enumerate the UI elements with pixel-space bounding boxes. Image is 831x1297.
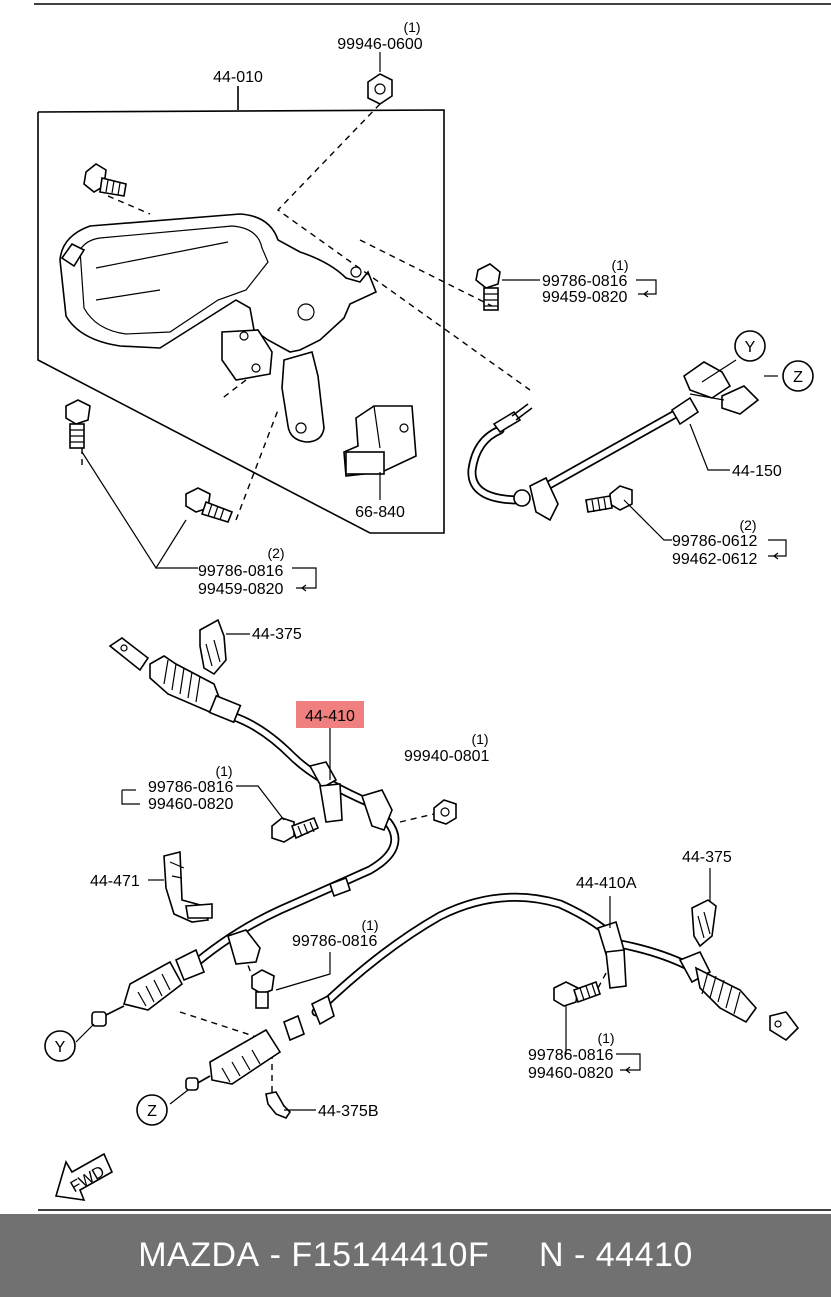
ref-z-top: Z: [782, 360, 814, 392]
footer-separator: -: [259, 1236, 292, 1274]
ref-z-label: Z: [793, 369, 803, 386]
label-bolt-cable-b: 99462-0612: [672, 551, 758, 568]
nut-99946-0600: [367, 52, 393, 105]
clip-44-375-right: [691, 899, 717, 948]
footer-bar: MAZDA - F15144410F N - 44410: [0, 1214, 831, 1297]
label-bolt-mid-a: 99786-0816: [148, 779, 234, 796]
label-nut2-qty: (1): [471, 731, 488, 747]
footer-code-prefix: N: [538, 1236, 565, 1274]
label-44-410A: 44-410A: [576, 875, 637, 892]
part-labels: 44-010 (1) 99946-0600 (1) 99786-0816 994…: [90, 19, 782, 1120]
rear-cable-44-410: [91, 637, 400, 1027]
label-bolt-low: 99786-0816: [292, 933, 378, 950]
label-bolt-mid-qty: (1): [215, 763, 232, 779]
fwd-arrow-icon: FWD: [54, 1152, 114, 1201]
ref-z-label: Z: [147, 1103, 157, 1120]
label-66-840: 66-840: [355, 504, 405, 521]
parking-brake-lever: [59, 213, 378, 443]
bracket-44-471: [163, 850, 213, 923]
footer-code: 44410: [595, 1236, 693, 1274]
footer-gap: [489, 1236, 539, 1275]
footer-separator: -: [564, 1236, 596, 1274]
label-bolt-left-a: 99786-0816: [198, 563, 284, 580]
ref-z-bottom: Z: [136, 1094, 168, 1126]
label-44-150: 44-150: [732, 463, 782, 480]
leader-lines: [75, 279, 787, 1111]
ref-y-label: Y: [55, 1039, 66, 1056]
parts-diagram: Y Z Y Z FWD 44-010 (1) 99946-0600 (1) 99…: [34, 3, 831, 1211]
nut-99940-0801: [433, 799, 457, 825]
label-bolt-left-b: 99459-0820: [198, 581, 284, 598]
label-bolt-top-b: 99459-0820: [542, 289, 628, 306]
highlight-box: [296, 701, 364, 728]
label-44-375-upper: 44-375: [252, 626, 302, 643]
ref-y-label: Y: [745, 339, 756, 356]
front-cable-44-150: [467, 361, 760, 522]
footer-part-number: F15144410F: [291, 1236, 490, 1274]
bolt-top-right: [475, 263, 501, 311]
ref-y-top: Y: [734, 330, 766, 362]
label-44-375-right: 44-375: [682, 849, 732, 866]
bolt-cable: [585, 485, 633, 513]
assembly-frame: [37, 86, 445, 534]
bolt-left-a: [65, 399, 91, 449]
label-nut-qty: (1): [403, 19, 420, 35]
label-99940-0801: 99940-0801: [404, 748, 490, 765]
bolt-right: [553, 980, 602, 1007]
ref-y-bottom: Y: [44, 1030, 76, 1062]
clip-44-375-upper: [199, 618, 227, 676]
label-99946-0600: 99946-0600: [337, 36, 423, 53]
label-bolt-mid-b: 99460-0820: [148, 796, 234, 813]
rear-cable-44-410A: [185, 892, 800, 1091]
label-bolt-right-qty: (1): [597, 1030, 614, 1046]
label-bolt-left-qty: (2): [267, 545, 284, 561]
label-bolt-right-a: 99786-0816: [528, 1047, 614, 1064]
label-44-471: 44-471: [90, 873, 140, 890]
bolt-mid: [271, 816, 320, 843]
fwd-label: FWD: [68, 1163, 108, 1196]
label-44-410: 44-410: [305, 708, 355, 725]
clip-44-375B: [265, 1091, 292, 1119]
label-bolt-cable-a: 99786-0612: [672, 533, 758, 550]
label-bolt-right-b: 99460-0820: [528, 1065, 614, 1082]
label-44-375B: 44-375B: [318, 1103, 379, 1120]
footer-brand: MAZDA: [138, 1236, 260, 1274]
label-bolt-top-a: 99786-0816: [542, 273, 628, 290]
label-bolt-low-qty: (1): [361, 917, 378, 933]
label-44-010: 44-010: [213, 69, 263, 86]
label-bolt-top-qty: (1): [611, 257, 628, 273]
label-bolt-cable-qty: (2): [739, 517, 756, 533]
bolt-left-b: [185, 487, 234, 523]
bolt-upper-left: [83, 163, 127, 197]
bolt-low: [251, 969, 275, 1009]
bracket-66-840: [343, 405, 417, 500]
